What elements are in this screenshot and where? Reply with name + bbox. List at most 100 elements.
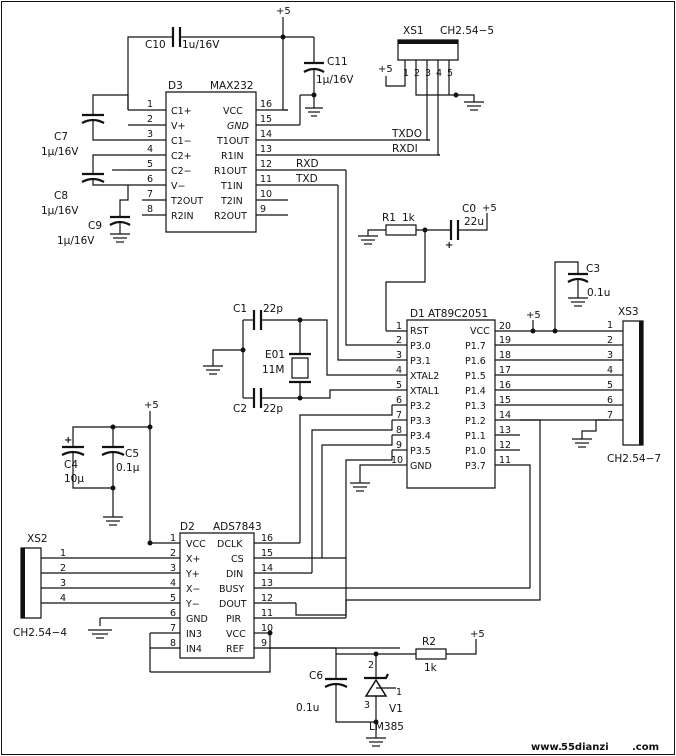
c11-value: 1μ/16V: [316, 74, 354, 86]
d3-pin-name: T2IN: [220, 196, 243, 207]
watermark-brand: 55dianzi: [561, 742, 609, 753]
wire-rxd: [346, 170, 392, 345]
d1-pin-num: 18: [499, 350, 511, 361]
d1-pin-name: GND: [410, 461, 432, 472]
d1-pin-num: 3: [396, 350, 402, 361]
d2-pin-name: DIN: [226, 569, 243, 580]
ic-d1-at89c2051: D1 AT89C2051 1 RST 2 P3.0 3 P3.1 4 XTAL2…: [350, 308, 608, 491]
r2-supply-label: +5: [470, 629, 485, 640]
d2-pin-name: VCC: [226, 629, 246, 640]
d2-pin-num: 10: [261, 623, 273, 634]
c4-value: 10μ: [64, 473, 84, 485]
d1-pin-name: P1.5: [465, 371, 486, 382]
d3-pin-name: T1IN: [220, 181, 243, 192]
d3-pin-num: 1: [147, 99, 153, 110]
ic-d3-max232: D3 MAX232 1 C1+ 2 V+ 3 C1− 4 C2+ 5 C2− 6…: [128, 80, 440, 232]
d2-pin-num: 12: [261, 593, 273, 604]
e01-ref: E01: [265, 349, 285, 361]
c7-ref: C7: [54, 131, 68, 143]
connector-xs3: XS3 1 2 3 4 5 6 7 CH2.54−7: [572, 306, 661, 465]
d2-pin-name: VCC: [186, 539, 206, 550]
xs1-supply-label: +5: [378, 64, 393, 75]
xs2-pin-num: 1: [60, 548, 66, 559]
cap-c7: C7 1μ/16V: [41, 95, 128, 158]
c3-ref: C3: [586, 263, 600, 275]
d3-pin-num: 6: [147, 174, 153, 185]
d3-pin-num: 11: [260, 174, 272, 185]
v1-pin-num: 2: [368, 660, 374, 671]
d1-pin-num: 13: [499, 425, 511, 436]
ic-d2-ads7843: D2 ADS7843 1 VCC 2 X+ 3 Y+ 4 X− 5 Y− 6 G…: [62, 521, 530, 672]
xs3-pin-num: 7: [607, 410, 613, 421]
d2-pin-num: 6: [170, 608, 176, 619]
d2-pin-name: IN4: [186, 644, 202, 655]
net-rxd: RXD: [296, 158, 319, 170]
d1-pin-name: P3.5: [410, 446, 431, 457]
d3-pin-name: C2+: [171, 151, 192, 162]
supply-label: +5: [276, 6, 291, 17]
d1-supply-label: +5: [526, 310, 541, 321]
d1-pin-name: P1.7: [465, 341, 486, 352]
d2-pin-name: GND: [186, 614, 208, 625]
d2-ref: D2: [180, 521, 195, 533]
d1-pin-name: VCC: [470, 326, 490, 337]
d2-pin-num: 4: [170, 578, 176, 589]
c6-ref: C6: [309, 670, 323, 682]
d2-pin-num: 11: [261, 608, 273, 619]
ref-network: C6 0.1u +5 R2 1k 2 1 3 V1 LM385: [270, 629, 485, 746]
c5-value: 0.1μ: [116, 462, 140, 474]
r2-value: 1k: [424, 662, 438, 674]
d3-pin-num: 13: [260, 144, 272, 155]
net-rxd1: RXDI: [392, 143, 418, 155]
d1-pin-name: P1.0: [465, 446, 486, 457]
d1-pin-num: 10: [391, 455, 403, 466]
c8-ref: C8: [54, 190, 68, 202]
d2-pin-name: DOUT: [219, 599, 247, 610]
d1-pin-num: 11: [499, 455, 511, 466]
watermark-prefix: www.: [531, 742, 562, 753]
xs3-pin-num: 5: [607, 380, 613, 391]
xs3-pin-num: 4: [607, 365, 613, 376]
d3-pin-num: 16: [260, 99, 272, 110]
c0-ref: C0: [462, 203, 476, 215]
crystal-network: C1 22p C2 22p E01 11M: [203, 303, 392, 415]
d2-pin-name: DCLK: [217, 539, 243, 550]
d2-pin-num: 14: [261, 563, 273, 574]
xs2-pin-num: 2: [60, 563, 66, 574]
d1-pin-name: P1.2: [465, 416, 486, 427]
d3-part: MAX232: [210, 80, 253, 92]
cap-c11: C11 1μ/16V: [300, 37, 354, 125]
d2-pin-num: 3: [170, 563, 176, 574]
d1-pin-num: 19: [499, 335, 511, 346]
xs1-pin-num: 2: [414, 68, 420, 79]
d3-pin-name: C1+: [171, 106, 192, 117]
d2-pin-num: 13: [261, 578, 273, 589]
watermark-suffix: .com: [632, 742, 659, 753]
c4-ref: C4: [64, 459, 78, 471]
c10-value: 1u/16V: [182, 39, 220, 51]
xs2-pin-num: 3: [60, 578, 66, 589]
cap-c4-c5: +5 + C4 10μ C5 0.1μ: [62, 400, 159, 543]
d3-pin-name: R2OUT: [214, 211, 247, 222]
cap-c8: C8 1μ/16V: [41, 155, 128, 217]
e01-value: 11M: [262, 364, 284, 376]
watermark: www. 55dianzi .com: [531, 742, 659, 753]
c9-ref: C9: [88, 220, 102, 232]
d2-pin-num: 16: [261, 533, 273, 544]
d2-part: ADS7843: [213, 521, 262, 533]
c9-value: 1μ/16V: [57, 235, 95, 247]
c4-plus-sign: +: [64, 435, 72, 446]
c6-value: 0.1u: [296, 702, 319, 714]
reset-network: R1 1k + +5 C0 22u: [358, 203, 497, 331]
d1-pin-name: P3.0: [410, 341, 431, 352]
c0-supply-label: +5: [482, 203, 497, 214]
v1-part: LM385: [369, 721, 404, 733]
xs1-ref: XS1: [403, 25, 424, 37]
d1-part: AT89C2051: [428, 308, 488, 320]
d1-supply-c3: +5 C3 0.1u: [520, 262, 610, 334]
d2-pin-num: 15: [261, 548, 273, 559]
d3-pin-name: T2OUT: [170, 196, 203, 207]
d2-supply-label: +5: [144, 400, 159, 411]
d3-pin-num: 12: [260, 159, 272, 170]
